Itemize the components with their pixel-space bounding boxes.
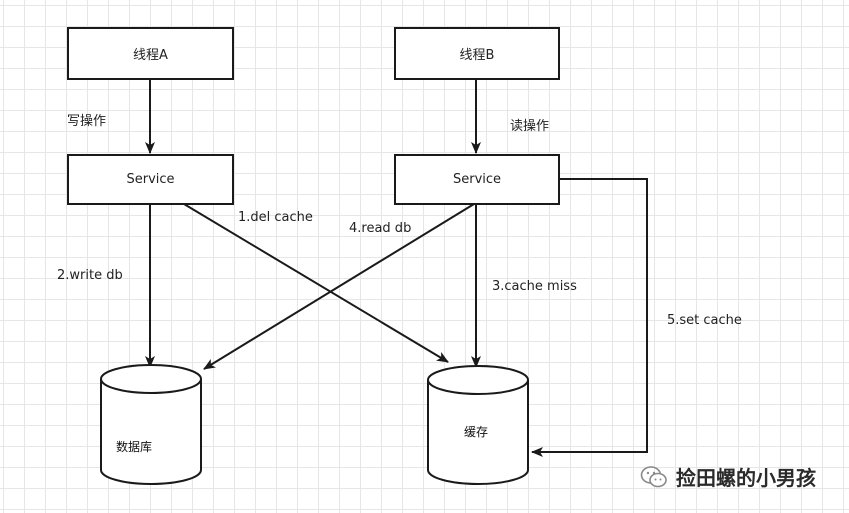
read-op-label: 读操作	[510, 119, 550, 134]
database-cylinder	[100, 364, 202, 485]
service-a-box: Service	[67, 154, 234, 205]
thread-b-box: 线程B	[394, 27, 560, 80]
del-cache-label: 1.del cache	[238, 210, 313, 225]
arrow-read-db	[203, 203, 475, 370]
thread-a-label: 线程A	[133, 48, 168, 63]
read-db-label: 4.read db	[349, 221, 412, 236]
set-cache-label: 5.set cache	[667, 313, 742, 328]
cache-cylinder	[427, 365, 529, 485]
arrow-del-cache	[183, 203, 449, 363]
watermark: 捡田螺的小男孩	[640, 462, 816, 491]
write-op-label: 写操作	[67, 114, 107, 129]
cache-label: 缓存	[464, 425, 489, 439]
service-b-label: Service	[452, 172, 502, 187]
cache-miss-label: 3.cache miss	[492, 279, 577, 294]
thread-b-label: 线程B	[459, 48, 495, 63]
watermark-text: 捡田螺的小男孩	[676, 466, 816, 490]
service-a-label: Service	[126, 172, 175, 187]
wechat-icon	[640, 465, 667, 487]
arrow-set-cache	[531, 178, 648, 457]
database-label: 数据库	[116, 440, 153, 454]
thread-a-box: 线程A	[67, 27, 234, 80]
service-b-box: Service	[394, 154, 560, 205]
write-db-label: 2.write db	[57, 268, 123, 283]
